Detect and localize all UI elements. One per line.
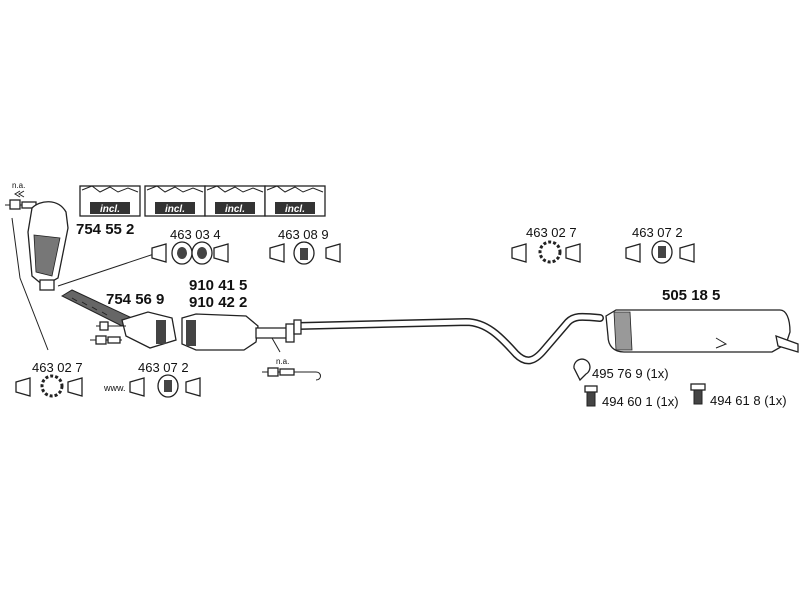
manifold-catalyst [27,201,69,291]
part-number-463-02-7-right: 463 02 7 [526,225,577,240]
na-label-top: n.a. [12,181,25,190]
part-number-910-42-2: 910 42 2 [189,294,247,311]
part-number-463-02-7-left: 463 02 7 [32,360,83,375]
part-number-463-03-4: 463 03 4 [170,227,221,242]
oxygen-sensor-mid [90,321,126,345]
kit-box-label: incl. [225,204,245,215]
rubber-mount-icon-1 [584,385,598,407]
part-number-754-56-9: 754 56 9 [106,291,164,308]
catalyst-754-56-9 [60,289,177,349]
clamp-set-463-08-9 [269,241,341,265]
kit-box-label: incl. [165,204,185,215]
clamp-set-463-03-4 [151,241,229,265]
part-number-463-08-9: 463 08 9 [278,227,329,242]
na-label-mid: n.a. [276,357,289,366]
part-number-505-18-5: 505 18 5 [662,287,720,304]
clamp-set-463-07-2-left [129,374,201,398]
kit-box-2: incl. [144,185,206,217]
particle-filter [181,313,295,351]
kit-part-number: 754 55 2 [76,221,134,238]
middle-pipe [293,312,604,365]
clamp-set-463-02-7-right [511,240,581,264]
clamp-set-463-02-7-left [15,374,83,398]
kit-box-3: incl. [204,185,266,217]
www-label: www. [103,383,126,393]
part-number-495-76-9: 495 76 9 (1x) [592,366,669,381]
part-number-494-61-8: 494 61 8 (1x) [710,393,787,408]
part-number-494-60-1: 494 60 1 (1x) [602,394,679,409]
kit-box-1: incl. [79,185,141,217]
part-number-463-07-2-left: 463 07 2 [138,360,189,375]
clamp-set-463-07-2-right [625,240,695,264]
pipe-sensor-na: n.a. [262,337,321,381]
part-number-910-41-5: 910 41 5 [189,277,247,294]
hanger-clip-icon [573,358,591,382]
kit-box-label: incl. [285,204,305,215]
oxygen-sensor-top [5,199,37,210]
rear-muffler [605,309,799,353]
arrow-icon [14,190,25,198]
part-number-463-07-2-right: 463 07 2 [632,225,683,240]
kit-box-4: incl. [264,185,326,217]
rubber-mount-icon-2 [690,383,706,405]
kit-box-label: incl. [100,204,120,215]
